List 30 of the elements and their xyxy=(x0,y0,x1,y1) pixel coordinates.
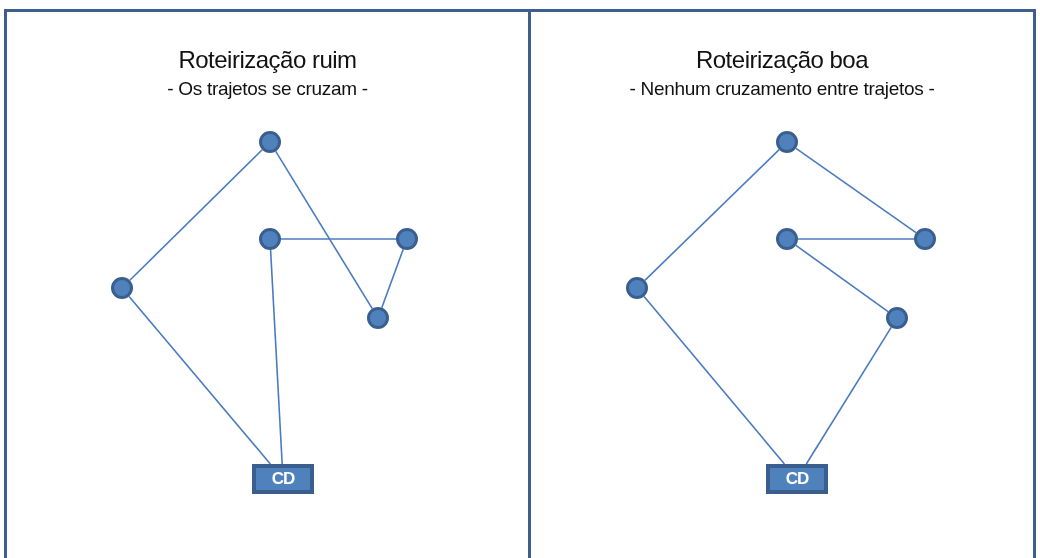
depot-box: CD xyxy=(252,464,314,494)
route-line xyxy=(797,238,915,240)
panel-title: Roteirização boa xyxy=(694,46,870,74)
route-line xyxy=(269,249,283,465)
panel xyxy=(4,9,531,558)
route-line xyxy=(795,147,917,234)
stop-circle xyxy=(111,277,133,299)
stop-circle xyxy=(259,228,281,250)
stop-circle xyxy=(776,228,798,250)
stop-circle xyxy=(626,277,648,299)
stop-circle xyxy=(396,228,418,250)
route-line xyxy=(274,150,374,310)
route-line xyxy=(129,148,263,282)
panel-title: Roteirização ruim xyxy=(177,46,358,74)
route-line xyxy=(280,238,397,240)
route-line xyxy=(128,295,272,465)
depot-box: CD xyxy=(766,464,828,494)
route-line xyxy=(795,244,889,313)
stop-circle xyxy=(259,131,281,153)
route-line xyxy=(805,326,892,465)
route-line xyxy=(381,248,404,309)
stop-circle xyxy=(886,307,908,329)
panel-subtitle: - Nenhum cruzamento entre trajetos - xyxy=(628,78,936,100)
stop-circle xyxy=(914,228,936,250)
stop-circle xyxy=(367,307,389,329)
route-line xyxy=(644,148,780,282)
stop-circle xyxy=(776,131,798,153)
panel-subtitle: - Os trajetos se cruzam - xyxy=(166,78,369,100)
panel xyxy=(528,9,1036,558)
route-line xyxy=(643,295,786,465)
